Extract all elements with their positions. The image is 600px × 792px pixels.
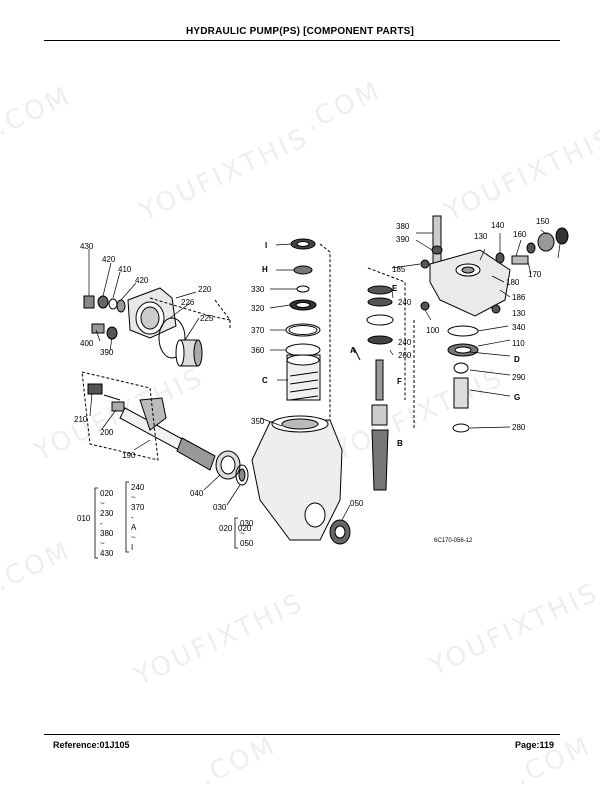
part-number-label: 110 [512,339,525,348]
part-number-label: 180 [506,278,520,287]
callout-letter: G [514,393,520,402]
part-number-label: 050 [350,499,364,508]
part-number-label: 330 [251,285,265,294]
center-stack-drawing [251,238,351,545]
part-number-label: 226 [181,298,195,307]
part-number-label: 150 [536,217,550,226]
callout-letter: I [265,241,267,250]
part-number-label: 350 [251,417,265,426]
part-number-label: 320 [251,304,265,313]
part-number-label: 140 [491,221,505,230]
part-number-label: 200 [100,428,114,437]
part-number-label: 260 [398,351,412,360]
spool-drawing [353,267,406,491]
group-item: I [131,543,133,552]
part-number-label: 370 [251,326,265,335]
part-number-label: 400 [80,339,94,348]
diagram-code: 6C170-056-12 [434,538,473,544]
part-number-label: 340 [512,323,526,332]
group-item: A [131,523,137,532]
part-number-label: 390 [100,348,114,357]
group-bracket [94,487,98,559]
page-number: Page:119 [514,740,554,750]
part-number-label: 430 [80,242,94,251]
part-number-label: 186 [512,293,526,302]
parts-diagram-page: .COM YOUFIXTHIS .COM YOUFIXTHIS YOUFIXTH… [0,26,600,792]
part-number-label: 220 [198,285,212,294]
part-number-label: 290 [512,373,526,382]
reference-code: Reference:01J105 [53,740,130,750]
group-item: ~ [131,493,136,502]
part-number-label: 030 [213,503,227,512]
group-item: - [131,513,134,522]
group-item: 430 [100,549,114,558]
part-number-label: 410 [118,265,132,274]
group-item: 370 [131,503,145,512]
group-item: 230 [100,509,114,518]
part-number-label: 130 [512,309,526,318]
part-number-label: 380 [396,222,410,231]
page-title: HYDRAULIC PUMP(PS) [COMPONENT PARTS] [185,26,415,37]
group-item: 030 [240,519,254,528]
part-number-label: 240 [398,298,412,307]
part-number-label: 185 [392,265,406,274]
leader-lines [88,229,561,521]
part-number-label: 170 [528,270,542,279]
part-number-label: 420 [135,276,149,285]
header-rule [44,40,560,41]
group-item: 380 [100,529,114,538]
part-number-label: 280 [512,423,526,432]
group-bracket [125,481,129,553]
callout-letter: E [392,284,398,293]
part-number-label: 040 [190,489,204,498]
diagram-artwork [81,215,569,545]
group-bracket [234,517,238,549]
group-item: ~ [131,533,136,542]
callout-letter: C [262,376,268,385]
callout-letter: F [397,377,402,386]
group-label: 020 [219,524,233,533]
part-number-label: 225 [200,314,214,323]
part-number-label: 360 [251,346,265,355]
part-number-label: 420 [102,255,116,264]
part-number-label: 240 [398,338,412,347]
callout-letter: D [514,355,520,364]
callout-letter: A [350,346,356,355]
callout-letter: B [397,439,403,448]
part-number-label: 160 [513,230,527,239]
part-number-label: 100 [426,326,440,335]
group-item: 050 [240,539,254,548]
group-item: ~ [100,539,105,548]
part-number-label: 130 [474,232,488,241]
cover-assembly-drawing [83,287,231,367]
part-number-label: 020 [238,524,252,533]
footer-rule [44,734,560,735]
pump-head-drawing [413,215,569,433]
group-item: ~ [240,529,245,538]
group-label: 010 [77,514,91,523]
group-item: - [100,519,103,528]
part-number-label: 210 [74,415,88,424]
group-item: 020 [100,489,114,498]
part-number-label: 190 [122,451,136,460]
group-item: 240 [131,483,145,492]
part-number-label: 390 [396,235,410,244]
group-item: ~ [100,499,105,508]
callout-letter: H [262,265,268,274]
shaft-drawing [81,371,249,486]
